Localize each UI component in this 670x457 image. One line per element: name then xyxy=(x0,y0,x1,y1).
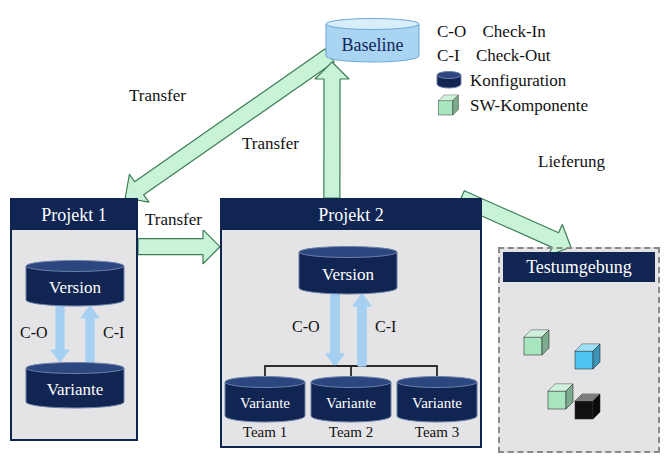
arrow-shape xyxy=(51,306,69,362)
cylinder-top xyxy=(397,377,477,388)
sw-component-cube xyxy=(575,344,600,369)
cylinder-label: Version xyxy=(322,265,374,285)
branch-line xyxy=(335,366,437,376)
arrow-shape xyxy=(353,294,371,366)
cylinder-body xyxy=(299,252,397,294)
sw-component-cube xyxy=(575,394,600,419)
branch-line xyxy=(335,366,351,376)
legend-text: C-I Check-Out xyxy=(437,46,551,66)
cylinder-top xyxy=(299,247,397,258)
project-box: Projekt 1 VersionVariante xyxy=(10,198,138,441)
configuration-cylinder: Variante xyxy=(25,362,125,408)
edge-label: C-I xyxy=(373,318,398,336)
configuration-cylinder: Version xyxy=(298,246,398,294)
transfer-arrow xyxy=(138,230,220,264)
transfer-arrow xyxy=(81,306,99,362)
cylinder-label: Version xyxy=(49,278,101,298)
box-fill xyxy=(10,198,138,441)
team-label: Team 1 xyxy=(224,424,306,441)
arrow-shape xyxy=(125,49,334,202)
cylinder-top xyxy=(26,261,124,272)
transfer-arrow xyxy=(315,62,349,198)
checkout-connector xyxy=(351,294,371,376)
cylinder-top xyxy=(26,363,124,374)
header-band: Projekt 1 xyxy=(12,200,136,230)
test-environment-box: Testumgebung xyxy=(498,247,660,453)
header-band: Testumgebung xyxy=(503,252,655,282)
cylinder-label: Variante xyxy=(240,395,290,412)
edge-label: C-I xyxy=(101,324,126,342)
arrow-shape xyxy=(81,306,99,362)
edge-label: Transfer xyxy=(240,134,301,154)
cylinder-top xyxy=(225,377,305,388)
sw-component-cube xyxy=(548,384,573,409)
cube xyxy=(438,95,458,115)
edge-label: Transfer xyxy=(127,86,188,106)
configuration-cylinder: VarianteTeam 3 xyxy=(396,376,478,422)
legend-text: SW-Komponente xyxy=(470,96,588,116)
edge-label: Transfer xyxy=(143,210,204,230)
team-label: Team 3 xyxy=(396,424,478,441)
arrow-shape xyxy=(353,294,371,366)
legend-configuration-symbol xyxy=(436,70,464,92)
arrow-shape xyxy=(138,230,220,264)
transfer-arrow xyxy=(125,49,334,202)
legend-component-symbol xyxy=(436,95,464,117)
box-title: Testumgebung xyxy=(526,257,632,278)
cylinder-top xyxy=(326,19,419,30)
legend: C-O Check-InC-I Check-OutKonfigurationSW… xyxy=(430,0,668,120)
cylinder-label: Variante xyxy=(47,380,104,400)
cylinder-label: Baseline xyxy=(342,35,404,56)
branch-line xyxy=(351,366,362,376)
configuration-cylinder: VarianteTeam 1 xyxy=(224,376,306,422)
sw-component-cube xyxy=(524,330,549,355)
checkout-connector xyxy=(326,294,437,376)
box-title: Projekt 1 xyxy=(41,205,107,226)
checkout-connector xyxy=(265,294,371,376)
branch-line xyxy=(265,366,362,376)
cylinder-label: Variante xyxy=(412,395,462,412)
checkout-connector xyxy=(353,294,437,376)
edge-label: Lieferung xyxy=(536,152,607,172)
arrow-shape xyxy=(326,294,344,366)
header-band: Projekt 2 xyxy=(222,200,480,230)
checkout-connector xyxy=(265,294,344,376)
team-label: Team 2 xyxy=(310,424,392,441)
branch-line xyxy=(265,366,335,376)
arrow-shape xyxy=(315,62,349,198)
edge-label: C-O xyxy=(290,318,322,336)
configuration-cylinder: Baseline xyxy=(325,18,420,62)
configuration-cylinder: Version xyxy=(25,260,125,306)
legend-text: Konfiguration xyxy=(470,71,566,91)
checkout-connector xyxy=(326,294,351,376)
box-title: Projekt 2 xyxy=(318,205,384,226)
edge-label: C-O xyxy=(18,324,50,342)
configuration-cylinder: VarianteTeam 2 xyxy=(310,376,392,422)
arrow-shape xyxy=(326,294,344,366)
box-fill xyxy=(220,198,482,448)
cylinder-label: Variante xyxy=(326,395,376,412)
transfer-arrow xyxy=(51,306,69,362)
arrow-shape xyxy=(326,294,344,366)
box-fill xyxy=(498,247,660,453)
project-box: Projekt 2VersionVarianteTeam 1VarianteTe… xyxy=(220,198,482,448)
cylinder-top xyxy=(437,72,461,79)
cylinder-top xyxy=(311,377,391,388)
arrow-shape xyxy=(353,294,371,366)
branch-line xyxy=(362,366,437,376)
legend-text: C-O Check-In xyxy=(437,22,546,42)
